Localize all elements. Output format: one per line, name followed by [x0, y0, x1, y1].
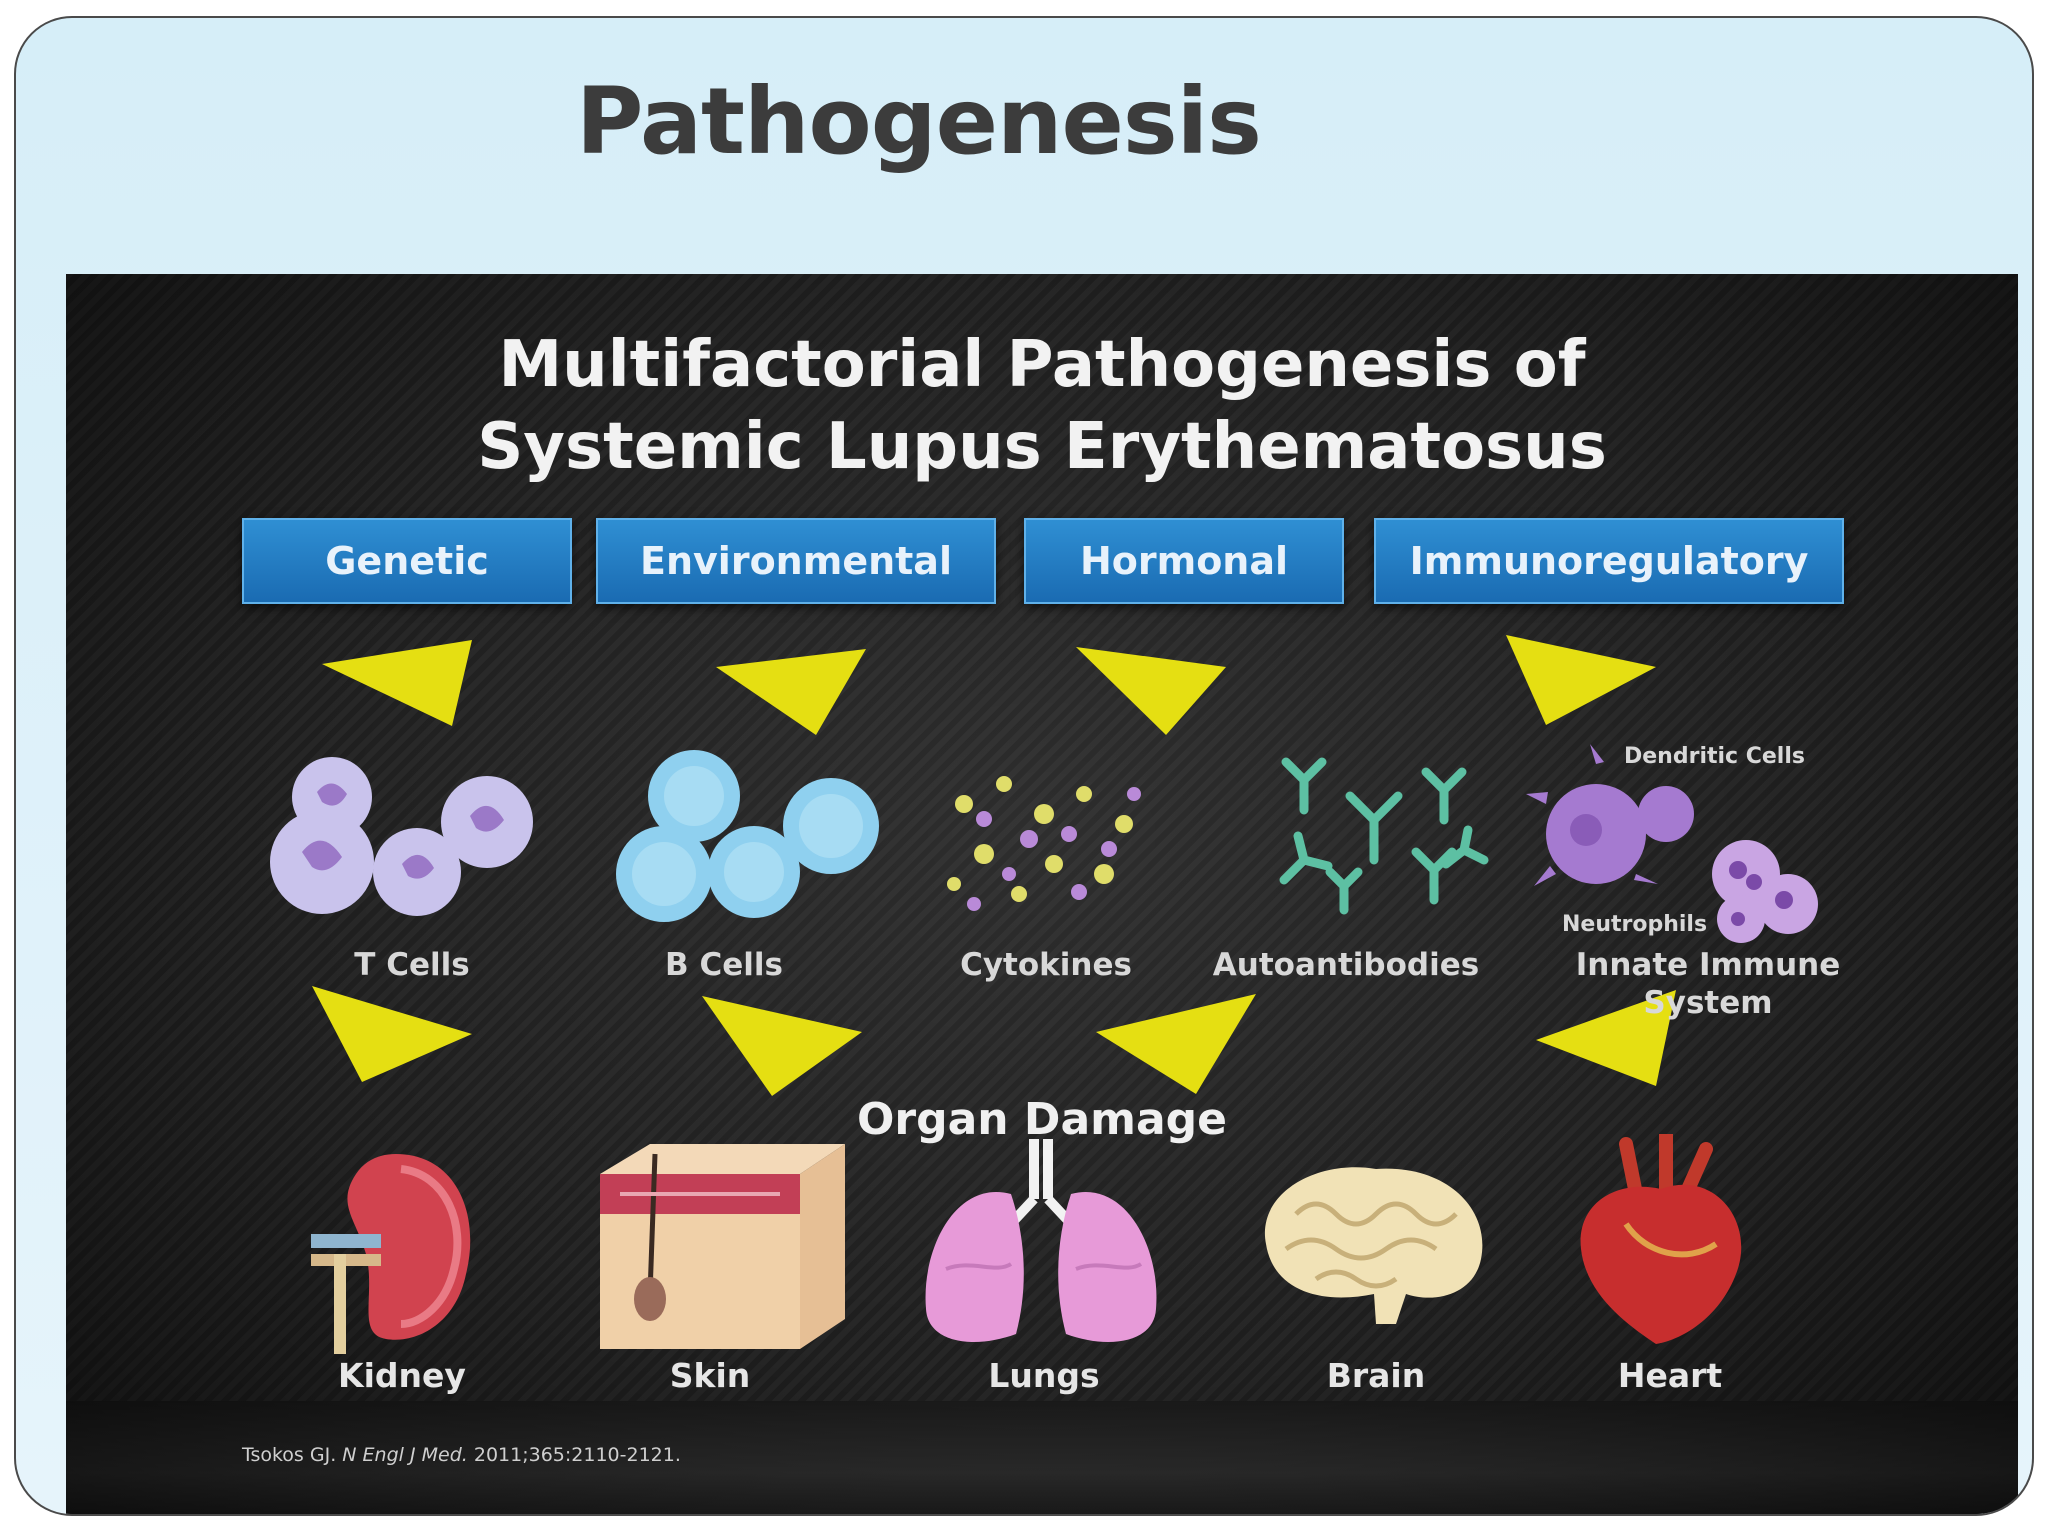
figure-title-line-2: Systemic Lupus Erythematosus [477, 410, 1607, 484]
innate-immune-label-line-2: System [1643, 985, 1773, 1021]
organ-lungs-label: Lungs [988, 1356, 1100, 1395]
brain-icon [1246, 1154, 1496, 1334]
organ-skin-label: Skin [669, 1356, 751, 1395]
b-cells-icon [606, 744, 886, 924]
heart-icon [1566, 1127, 1756, 1349]
citation-ref: 2011;365:2110-2121. [473, 1444, 681, 1466]
skin-icon [580, 1134, 850, 1354]
dendritic-cells-label: Dendritic Cells [1624, 744, 1805, 769]
figure-title-line-1: Multifactorial Pathogenesis of [498, 328, 1586, 402]
neutrophils-label: Neutrophils [1562, 912, 1708, 937]
slide-frame: Pathogenesis Multifactorial Pathogenesis… [14, 16, 2034, 1516]
citation-journal: N Engl J Med. [342, 1444, 468, 1466]
down-arrow-icon [322, 634, 482, 734]
down-arrow-icon [706, 639, 866, 739]
innate-immune-label-line-1: Innate Immune [1575, 947, 1841, 983]
figure-title: Multifactorial Pathogenesis of Systemic … [66, 324, 2018, 488]
b-cells-label: B Cells [665, 947, 783, 983]
down-arrow-icon [1096, 994, 1256, 1094]
kidney-icon [306, 1144, 486, 1354]
citation-author: Tsokos GJ. [242, 1444, 337, 1466]
autoantibodies-icon [1244, 750, 1504, 920]
citation: Tsokos GJ. N Engl J Med. 2011;365:2110-2… [242, 1444, 681, 1466]
organ-damage-heading: Organ Damage [856, 1094, 1228, 1145]
organ-brain-label: Brain [1326, 1356, 1426, 1395]
factor-immunoregulatory: Immunoregulatory [1374, 518, 1844, 604]
lungs-icon [916, 1139, 1166, 1354]
down-arrow-icon [1076, 639, 1236, 739]
down-arrow-icon [312, 982, 472, 1082]
autoantibodies-label: Autoantibodies [1212, 947, 1480, 983]
organ-kidney-label: Kidney [338, 1356, 466, 1395]
t-cells-label: T Cells [354, 947, 470, 983]
organ-heart-label: Heart [1617, 1356, 1723, 1395]
down-arrow-icon [1536, 990, 1696, 1090]
down-arrow-icon [1506, 629, 1666, 729]
innate-immune-icon [1526, 744, 1826, 944]
figure-floor [66, 1401, 2018, 1514]
t-cells-icon [262, 752, 542, 922]
cytokines-label: Cytokines [960, 947, 1132, 983]
cytokines-icon [934, 764, 1154, 914]
innate-immune-label: Innate Immune System [1558, 946, 1858, 1022]
factor-hormonal: Hormonal [1024, 518, 1344, 604]
factor-genetic: Genetic [242, 518, 572, 604]
factor-environmental: Environmental [596, 518, 996, 604]
pathogenesis-figure: Multifactorial Pathogenesis of Systemic … [66, 274, 2018, 1514]
slide-title: Pathogenesis [576, 68, 1262, 175]
down-arrow-icon [702, 996, 862, 1096]
